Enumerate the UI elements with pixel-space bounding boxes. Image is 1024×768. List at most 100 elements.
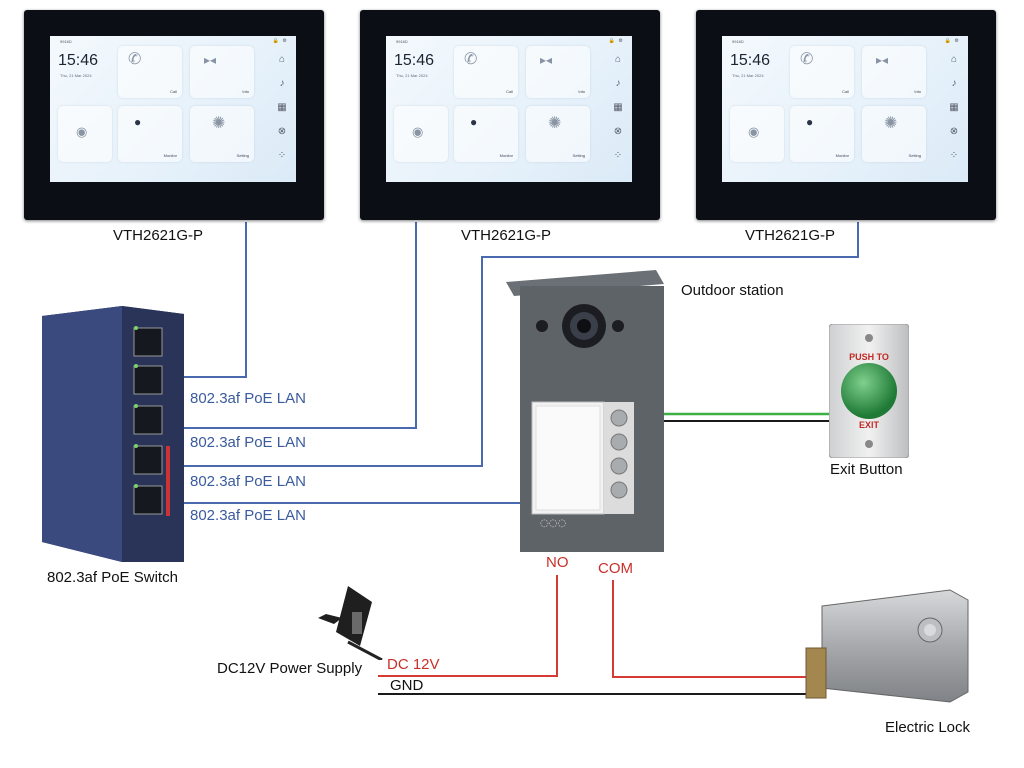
tile-info[interactable]: ▸◂ Info [862,46,926,98]
relay-com-label: COM [598,560,633,577]
switch-ports [133,326,170,516]
tile-call[interactable]: ✆ Call [118,46,182,98]
exit-button[interactable]: PUSH TO EXIT [828,323,910,459]
shield-icon[interactable]: ⊗ [613,126,623,137]
tile-monitor[interactable]: ● Monitor [790,106,854,162]
eye-icon: ◉ [748,124,760,139]
message-icon: ▸◂ [204,53,217,67]
phone-icon: ✆ [464,51,478,68]
tile-call[interactable]: ✆ Call [790,46,854,98]
tile-monitor[interactable]: ●Monitor [118,106,182,162]
monitor-screen: 9916D 🔒 ⚙ 15:46 Thu, 21 Mar 2024 ✆ Call ▸… [50,36,296,182]
tile-call-label: Call [170,89,177,94]
screen-clock: 15:46 [58,52,99,69]
poe-port-label-1: 802.3af PoE LAN [190,390,306,407]
screen-date: Thu, 21 Mar 2024 [396,73,428,78]
tile-info-label: Info [242,89,249,94]
outdoor-station: ◌◌◌ [506,270,664,552]
camera-icon: ● [470,115,478,129]
phone-icon: ✆ [128,51,142,68]
tile-info-label: Info [914,89,921,94]
indoor-monitor-1: 9916D 🔒 ⚙ 15:46 Thu, 21 Mar 2024 ✆ Call ▸… [24,10,324,220]
switch-label: 802.3af PoE Switch [47,569,178,586]
side-menu: ⌂ ♪ ▦ ⊗ ⁘ [946,48,962,168]
exit-button-label: Exit Button [830,461,903,478]
status-icons: 🔒 ⚙ [608,38,624,44]
monitor-screen: 9916D 🔒 ⚙ 15:46 Thu, 21 Mar 2024 ✆Call ▸… [386,36,632,182]
tile-setting[interactable]: ✺ Setting [526,106,590,162]
tile-setting[interactable]: ✺Setting [862,106,926,162]
shield-icon[interactable]: ⊗ [277,126,287,137]
tile-call-label: Call [842,89,849,94]
no-wire [378,575,558,677]
home-icon[interactable]: ⌂ [950,54,958,65]
tile-setting-label: Setting [236,153,249,158]
phone-icon: ✆ [800,51,814,68]
tile-favorite[interactable]: ◉ [58,106,112,162]
tile-setting-label: Setting [572,153,585,158]
power-adapter [318,586,383,660]
message-icon: ▸◂ [540,53,553,67]
camera-icon: ● [806,115,814,129]
screen-date: Thu, 21 Mar 2024 [732,73,764,78]
shield-icon[interactable]: ⊗ [949,126,959,137]
tile-info[interactable]: ▸◂ Info [526,46,590,98]
indoor-monitor-3: 9916D 🔒 ⚙ 15:46 Thu, 21 Mar 2024 ✆Call ▸… [696,10,996,220]
qr-icon[interactable]: ▦ [277,102,287,113]
tile-monitor-label: Monitor [499,153,513,158]
tile-monitor-label: Monitor [835,153,849,158]
tile-call[interactable]: ✆ Call [454,46,518,98]
screen-device-id: 9916D [60,39,72,44]
svg-text:◌◌◌: ◌◌◌ [540,518,566,529]
side-menu: ⌂ ♪ ▦ ⊗ ⁘ [274,48,290,168]
message-icon: ▸◂ [876,53,889,67]
monitor-1-label: VTH2621G-P [113,227,204,244]
relay-no-label: NO [546,554,569,571]
gnd-label: GND [390,677,424,694]
qr-icon[interactable]: ▦ [613,102,623,113]
poe-port-label-4: 802.3af PoE LAN [190,507,306,524]
status-icons: 🔒 ⚙ [272,38,288,44]
bell-icon[interactable]: ♪ [279,78,285,89]
tile-setting[interactable]: ✺Setting [190,106,254,162]
poe-switch [42,306,184,562]
apps-icon[interactable]: ⁘ [949,150,959,161]
bell-icon[interactable]: ♪ [951,78,957,89]
electric-lock [805,589,969,703]
tile-favorite[interactable]: ◉ [394,106,448,162]
monitor-2-label: VTH2621G-P [461,227,552,244]
apps-icon[interactable]: ⁘ [277,150,287,161]
power-supply-label: DC12V Power Supply [217,660,363,677]
monitor-screen: 9916D 🔒 ⚙ 15:46 Thu, 21 Mar 2024 ✆Call ▸… [722,36,968,182]
poe-cable-2 [148,222,417,429]
apps-icon[interactable]: ⁘ [613,150,623,161]
qr-icon[interactable]: ▦ [949,102,959,113]
bell-icon[interactable]: ♪ [615,78,621,89]
tile-setting-label: Setting [908,153,921,158]
eye-icon: ◉ [412,124,424,139]
home-icon[interactable]: ⌂ [614,54,622,65]
tile-monitor[interactable]: ● Monitor [454,106,518,162]
tile-favorite[interactable]: ◉ [730,106,784,162]
exit-button-top-text: PUSH TO [849,352,889,362]
dc12v-label: DC 12V [387,656,440,673]
monitor-3-label: VTH2621G-P [745,227,836,244]
screen-date: Thu, 21 Mar 2024 [60,73,92,78]
gear-icon: ✺ [548,115,562,132]
tile-monitor-label: Monitor [163,153,177,158]
poe-port-label-2: 802.3af PoE LAN [190,434,306,451]
status-icons: 🔒 ⚙ [944,38,960,44]
tile-info[interactable]: ▸◂ Info [190,46,254,98]
exit-button-graphic [828,323,910,459]
com-wire [612,580,812,678]
side-menu: ⌂ ♪ ▦ ⊗ ⁘ [610,48,626,168]
poe-cable-3 [148,222,859,467]
outdoor-station-label: Outdoor station [681,282,784,299]
screen-clock: 15:46 [394,52,435,69]
home-icon[interactable]: ⌂ [278,54,286,65]
tile-call-label: Call [506,89,513,94]
electric-lock-label: Electric Lock [885,719,971,736]
eye-icon: ◉ [76,124,88,139]
tile-info-label: Info [578,89,585,94]
